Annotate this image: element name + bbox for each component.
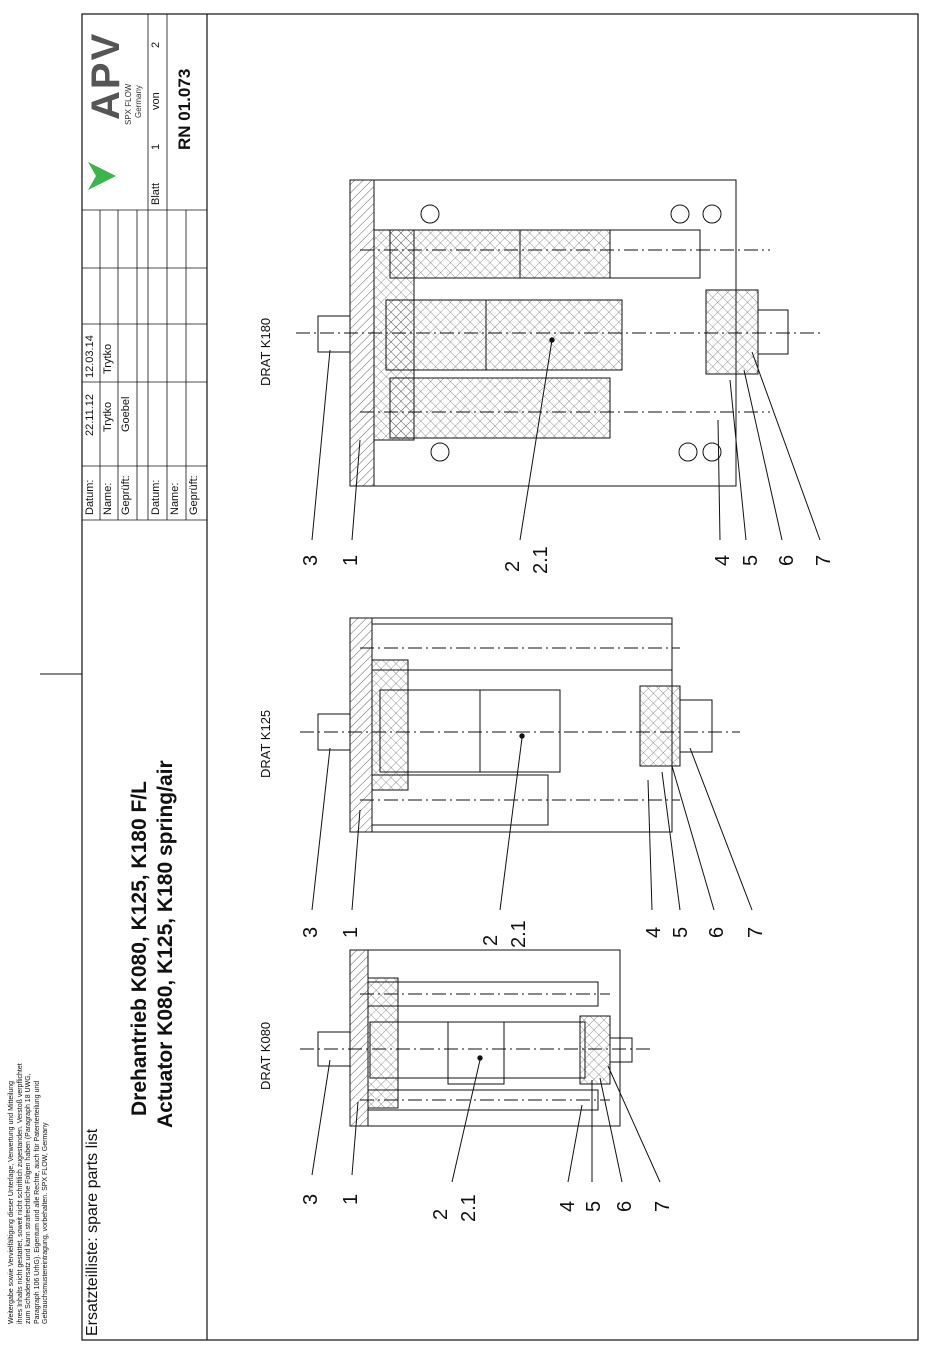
callout-5: 5: [670, 926, 692, 938]
callout-6: 6: [776, 554, 798, 566]
callout-3: 3: [300, 1193, 322, 1205]
callout-7: 7: [652, 1200, 674, 1212]
callout-4: 4: [557, 1200, 579, 1212]
callout-2-1: 2.1: [458, 1194, 480, 1222]
callout-1: 1: [340, 554, 362, 566]
callout-2-1: 2.1: [508, 920, 530, 948]
drawing-label-k180: DRAT K180: [258, 317, 273, 386]
callout-5: 5: [740, 554, 762, 566]
callout-2-1: 2.1: [530, 546, 552, 574]
callout-6: 6: [706, 926, 728, 938]
logo-chevron-icon: [88, 162, 116, 190]
drawing-k180: [296, 179, 821, 541]
callout-3: 3: [300, 926, 322, 938]
callout-2: 2: [430, 1208, 452, 1220]
callout-2: 2: [480, 934, 502, 946]
callout-7: 7: [813, 554, 835, 566]
callout-4: 4: [643, 926, 665, 938]
drawing-k080: [300, 949, 661, 1183]
callout-5: 5: [583, 1200, 605, 1212]
drawing-label-k080: DRAT K080: [258, 1021, 273, 1090]
apv-logo: [88, 162, 116, 190]
callout-3: 3: [300, 554, 322, 566]
drawing-k125: [300, 617, 753, 911]
callout-7: 7: [745, 926, 767, 938]
callout-2: 2: [502, 560, 524, 572]
callout-6: 6: [614, 1200, 636, 1212]
drawing-label-k125: DRAT K125: [258, 709, 273, 778]
callout-1: 1: [340, 926, 362, 938]
callout-1: 1: [340, 1193, 362, 1205]
callout-4: 4: [712, 554, 734, 566]
